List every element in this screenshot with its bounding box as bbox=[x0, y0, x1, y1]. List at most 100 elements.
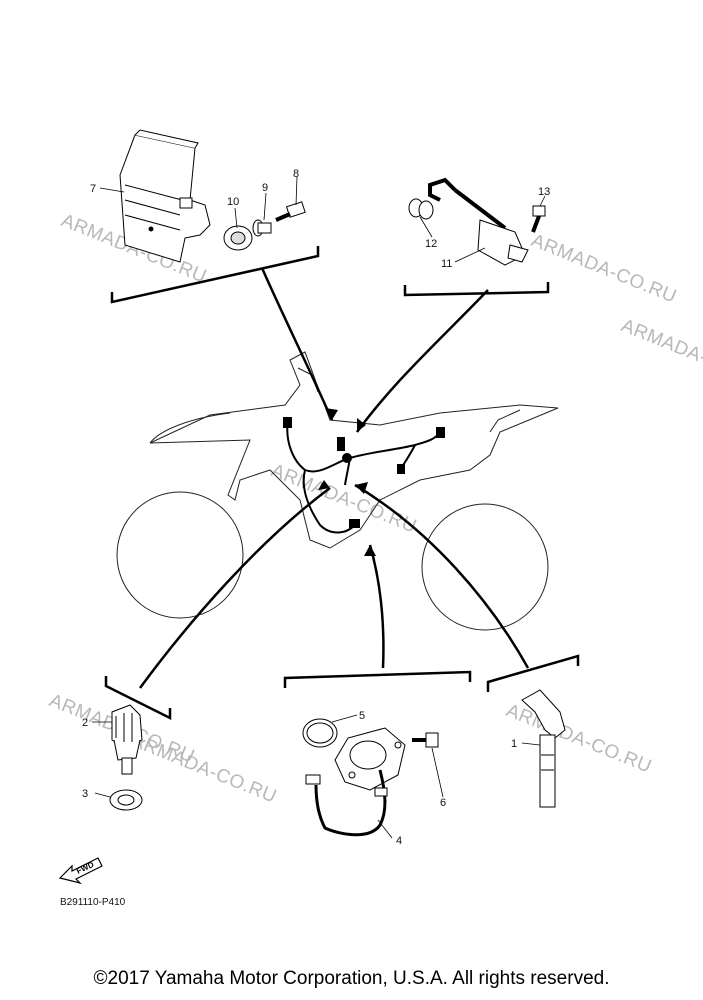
sensor-tip bbox=[121, 757, 133, 775]
connector bbox=[349, 519, 360, 528]
spark-plug-cap bbox=[521, 689, 566, 808]
front-fender bbox=[149, 412, 231, 444]
callout-6: 6 bbox=[440, 797, 446, 809]
washer-inner bbox=[117, 794, 135, 806]
rear-fender bbox=[489, 409, 521, 433]
collar bbox=[252, 219, 272, 237]
ecu-fins bbox=[124, 184, 183, 231]
callout-3: 3 bbox=[82, 788, 88, 800]
coil-lead bbox=[428, 177, 457, 202]
pickup-boss bbox=[349, 740, 387, 770]
watermark: ARMADA-CO.RU bbox=[528, 230, 679, 307]
bolt-shank bbox=[531, 215, 541, 233]
coil-terminal bbox=[507, 244, 529, 263]
harness-clamp bbox=[342, 453, 352, 463]
bike-body bbox=[149, 351, 559, 549]
callout-10: 10 bbox=[227, 196, 239, 208]
callout-leader bbox=[234, 207, 238, 229]
front-wheel bbox=[116, 491, 244, 619]
callout-11: 11 bbox=[441, 258, 452, 270]
callout-1: 1 bbox=[511, 738, 517, 750]
arrowhead bbox=[364, 545, 376, 556]
pickup-coil-assembly bbox=[305, 727, 406, 837]
connector bbox=[337, 437, 345, 451]
leader-line-ecu bbox=[260, 267, 334, 421]
bolt-head bbox=[425, 732, 439, 748]
connector bbox=[397, 464, 405, 474]
pickup-hole bbox=[348, 771, 356, 779]
callout-leader bbox=[295, 176, 298, 206]
pickup-grommet bbox=[374, 787, 388, 797]
arrowhead bbox=[325, 408, 338, 420]
o-ring-inner bbox=[306, 722, 334, 744]
cap-boot bbox=[539, 734, 556, 808]
arrowhead bbox=[357, 418, 366, 432]
callout-13: 13 bbox=[538, 186, 550, 198]
drawing-code: B291110-P410 bbox=[60, 897, 126, 908]
callout-8: 8 bbox=[293, 168, 299, 180]
forward-direction-indicator: FWD bbox=[58, 857, 103, 885]
exploded-parts-diagram: ARMADA-CO.RU ARMADA-CO.RU ARMADA-CO.RU A… bbox=[46, 129, 703, 908]
coil-cap bbox=[408, 198, 434, 220]
leader-line-stator bbox=[368, 544, 385, 669]
bolt bbox=[275, 201, 306, 222]
leader-line-coil bbox=[355, 289, 489, 433]
harness-lower bbox=[302, 469, 356, 534]
leader-line-sensor bbox=[138, 486, 331, 689]
copyright-notice: ©2017 Yamaha Motor Corporation, U.S.A. A… bbox=[93, 968, 610, 989]
ignition-coil bbox=[428, 177, 529, 266]
callout-5: 5 bbox=[359, 710, 365, 722]
ecu-mark bbox=[148, 226, 154, 232]
o-ring-outer bbox=[302, 718, 338, 748]
arrowhead bbox=[355, 482, 368, 494]
ecu-body bbox=[119, 134, 211, 263]
wire-harness bbox=[283, 417, 445, 534]
bolt-head bbox=[285, 201, 306, 218]
cap-elbow bbox=[521, 689, 566, 739]
coil-bolt bbox=[531, 205, 546, 233]
callout-leader bbox=[539, 195, 546, 207]
callout-leader bbox=[521, 742, 541, 746]
leader-line-cap bbox=[354, 483, 530, 669]
ecu-tab bbox=[179, 197, 193, 209]
harness-main bbox=[286, 419, 441, 473]
bracket-ecu-group bbox=[110, 246, 320, 304]
bolt-shank bbox=[275, 212, 291, 222]
callout-leader bbox=[377, 819, 393, 839]
ecu-top-edge bbox=[134, 129, 199, 149]
callout-leaders bbox=[92, 176, 546, 839]
group-brackets bbox=[104, 246, 580, 721]
plate-bolt bbox=[412, 732, 439, 748]
watermark: ARMADA-CO.RU bbox=[128, 730, 279, 807]
callout-2: 2 bbox=[82, 717, 88, 729]
arrowhead bbox=[318, 480, 330, 490]
watermark: ARMADA-CO.RU bbox=[618, 315, 703, 392]
sensor bbox=[111, 704, 143, 775]
connector bbox=[283, 417, 292, 428]
callout-leader bbox=[331, 714, 358, 723]
bracket-stator-group bbox=[283, 670, 472, 688]
watermark: ARMADA-CO.RU bbox=[503, 700, 654, 777]
watermark: ARMADA-CO.RU bbox=[268, 460, 419, 537]
callout-9: 9 bbox=[262, 182, 268, 194]
coil-lead bbox=[453, 188, 507, 230]
callout-leader bbox=[431, 747, 444, 798]
washer bbox=[109, 789, 143, 811]
bracket-cap-group bbox=[486, 654, 580, 692]
callout-12: 12 bbox=[425, 238, 437, 250]
callout-leader bbox=[99, 187, 125, 193]
pickup-wire bbox=[314, 769, 387, 837]
o-ring bbox=[302, 718, 338, 748]
grommet bbox=[223, 225, 253, 251]
collar-body bbox=[257, 222, 272, 234]
arrowheads bbox=[318, 408, 376, 556]
motorcycle-outline bbox=[116, 351, 559, 631]
bracket-coil-group bbox=[403, 282, 550, 297]
callout-leader bbox=[419, 216, 433, 238]
bolt-head bbox=[532, 205, 546, 217]
pickup-hole bbox=[394, 741, 402, 749]
callout-7: 7 bbox=[90, 183, 96, 195]
sensor-ridges bbox=[115, 713, 133, 742]
bracket-sensor-group bbox=[104, 676, 172, 721]
